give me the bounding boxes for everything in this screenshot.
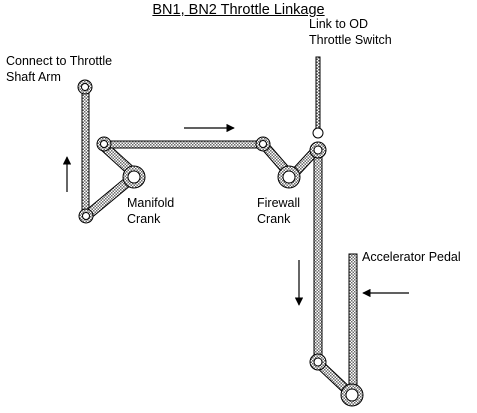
pivot-throttle-shaft <box>77 79 93 95</box>
label-link-od: Link to OD Throttle Switch <box>309 16 392 48</box>
cross-shaft-link <box>103 140 264 149</box>
rods <box>81 56 358 398</box>
throttle-shaft-rod <box>81 87 90 219</box>
pivot-link-right <box>255 136 271 152</box>
pedal-rod <box>313 149 323 363</box>
pivot-pedal-rod-lower <box>309 353 327 371</box>
diagram-title: BN1, BN2 Throttle Linkage <box>152 2 325 18</box>
od-switch-link <box>315 56 321 135</box>
pivot-od-switch <box>312 127 324 139</box>
label-link-od-line1: Link to OD <box>309 17 369 31</box>
label-firewall-line2: Crank <box>257 212 291 226</box>
motion-arrows <box>62 123 409 306</box>
pivot-manifold-crank <box>122 165 146 189</box>
label-manifold-line2: Crank <box>127 212 161 226</box>
pivot-upper-left <box>96 136 112 152</box>
label-manifold-line1: Manifold <box>127 196 175 210</box>
label-accelerator-pedal: Accelerator Pedal <box>362 250 461 264</box>
label-connect-throttle: Connect to Throttle Shaft Arm <box>6 53 112 85</box>
accelerator-pedal-lever <box>348 253 358 394</box>
label-firewall-crank: Firewall Crank <box>257 195 300 227</box>
pivot-lower-left <box>78 208 94 224</box>
pivot-firewall-crank <box>277 165 301 189</box>
pivot-firewall-upper <box>309 141 327 159</box>
pivots <box>77 79 364 407</box>
label-link-od-line2: Throttle Switch <box>309 33 392 47</box>
label-firewall-line1: Firewall <box>257 196 301 210</box>
label-connect-throttle-line2: Shaft Arm <box>6 70 61 84</box>
pivot-pedal <box>340 383 364 407</box>
label-manifold-crank: Manifold Crank <box>127 195 174 227</box>
label-connect-throttle-line1: Connect to Throttle <box>6 54 113 68</box>
